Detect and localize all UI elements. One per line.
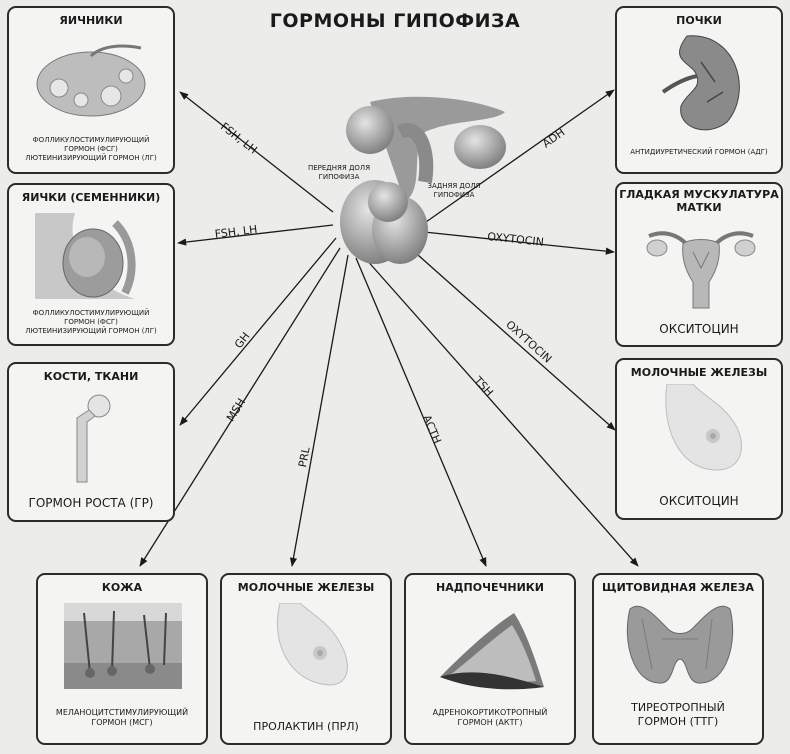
box-uterus: ГЛАДКАЯ МУСКУЛАТУРА МАТКИ ОКСИТОЦИН bbox=[615, 182, 783, 347]
adrenals-caption: АДРЕНОКОРТИКОТРОПНЫЙ ГОРМОН (АКТГ) bbox=[432, 708, 548, 727]
box-skin: КОЖА МЕЛАНОЦИТСТИМУЛИРУЮЩИЙ ГОРМОН (МСГ) bbox=[36, 573, 208, 745]
arrow-oxytocin-uterus bbox=[423, 231, 615, 255]
thyroid-caption: ТИРЕОТРОПНЫЙ ГОРМОН (ТТГ) bbox=[631, 701, 725, 728]
arrow-fsh-lh-ovaries bbox=[179, 91, 334, 213]
femur-illustration bbox=[76, 394, 111, 483]
box-title: ЯИЧКИ (СЕМЕННИКИ) bbox=[21, 191, 161, 204]
box-title: ЯИЧНИКИ bbox=[59, 14, 123, 27]
box-title: КОЖА bbox=[101, 581, 143, 594]
arrow-prl bbox=[289, 254, 349, 567]
box-ovaries: ЯИЧНИКИ ФОЛЛИКУЛОСТИМУЛИРУЮЩИЙ ГОРМОН (Ф… bbox=[7, 6, 175, 174]
kidneys-caption: АНТИДИУРЕТИЧЕСКИЙ ГОРМОН (АДГ) bbox=[630, 148, 768, 156]
posterior-lobe-label: ЗАДНЯЯ ДОЛЯ ГИПОФИЗА bbox=[427, 182, 481, 199]
uterus-illustration bbox=[646, 231, 756, 309]
mammary-prl-caption: ПРОЛАКТИН (ПРЛ) bbox=[253, 720, 359, 733]
arrow-adh bbox=[425, 89, 615, 223]
box-mammary-oxytocin: МОЛОЧНЫЕ ЖЕЛЕЗЫ ОКСИТОЦИН bbox=[615, 358, 783, 520]
box-title: ГЛАДКАЯ МУСКУЛАТУРА МАТКИ bbox=[619, 188, 779, 214]
uterus-caption: ОКСИТОЦИН bbox=[659, 322, 739, 336]
box-testes: ЯИЧКИ (СЕМЕННИКИ) ФОЛЛИКУЛОСТИМУЛИРУЮЩИЙ… bbox=[7, 183, 175, 346]
thyroid-illustration bbox=[626, 606, 734, 684]
box-adrenals: НАДПОЧЕЧНИКИ АДРЕНОКОРТИКОТРОПНЫЙ ГОРМОН… bbox=[404, 573, 576, 745]
testes-caption: ФОЛЛИКУЛОСТИМУЛИРУЮЩИЙ ГОРМОН (ФСГ) ЛЮТЕ… bbox=[25, 309, 157, 335]
box-title: ПОЧКИ bbox=[676, 14, 722, 27]
testis-illustration bbox=[35, 213, 136, 299]
box-title: ЩИТОВИДНАЯ ЖЕЛЕЗА bbox=[601, 581, 754, 594]
box-title: МОЛОЧНЫЕ ЖЕЛЕЗЫ bbox=[237, 581, 375, 594]
ovary-illustration bbox=[36, 44, 146, 117]
bones-caption: ГОРМОН РОСТА (ГР) bbox=[28, 496, 154, 510]
arrow-fsh-lh-testes bbox=[177, 224, 334, 246]
anterior-lobe-label: ПЕРЕДНЯЯ ДОЛЯ ГИПОФИЗА bbox=[307, 164, 371, 181]
arrow-tsh bbox=[364, 257, 639, 567]
box-thyroid: ЩИТОВИДНАЯ ЖЕЛЕЗА ТИРЕОТРОПНЫЙ ГОРМОН (Т… bbox=[592, 573, 764, 745]
arrow-oxytocin-breast bbox=[417, 254, 616, 431]
page-title: ГОРМОНЫ ГИПОФИЗА bbox=[269, 10, 521, 32]
box-bones: КОСТИ, ТКАНИ ГОРМОН РОСТА (ГР) bbox=[7, 362, 175, 522]
pituitary-gland-illustration bbox=[340, 96, 506, 264]
breast-illustration bbox=[276, 603, 348, 686]
box-title: НАДПОЧЕЧНИКИ bbox=[436, 581, 544, 594]
box-title: МОЛОЧНЫЕ ЖЕЛЕЗЫ bbox=[630, 366, 768, 379]
adrenal-gland-illustration bbox=[440, 613, 544, 690]
kidney-illustration bbox=[661, 35, 740, 131]
box-title: КОСТИ, ТКАНИ bbox=[43, 370, 139, 383]
breast-illustration bbox=[665, 384, 742, 471]
box-kidneys: ПОЧКИ АНТИДИУРЕТИЧЕСКИЙ ГОРМОН (АДГ) bbox=[615, 6, 783, 174]
arrow-acth bbox=[355, 257, 487, 567]
ovaries-caption: ФОЛЛИКУЛОСТИМУЛИРУЮЩИЙ ГОРМОН (ФСГ) ЛЮТЕ… bbox=[25, 136, 157, 162]
skin-illustration bbox=[64, 603, 182, 689]
arrow-gh bbox=[179, 237, 337, 426]
skin-caption: МЕЛАНОЦИТСТИМУЛИРУЮЩИЙ ГОРМОН (МСГ) bbox=[55, 708, 189, 727]
mammary-oxt-caption: ОКСИТОЦИН bbox=[659, 494, 739, 508]
box-mammary-prolactin: МОЛОЧНЫЕ ЖЕЛЕЗЫ ПРОЛАКТИН (ПРЛ) bbox=[220, 573, 392, 745]
